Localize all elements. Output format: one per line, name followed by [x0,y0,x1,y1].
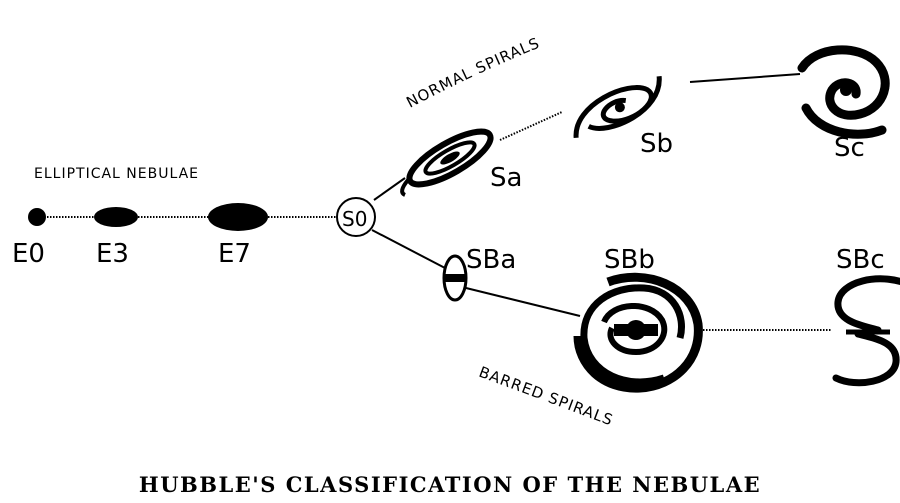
galaxy-sba [443,256,467,300]
label-sba: SBa [466,245,516,275]
label-sb: Sb [640,129,673,159]
label-e7: E7 [218,239,251,269]
label-e0: E0 [12,239,45,269]
galaxy-sc [802,50,885,134]
galaxy-sbb [578,277,698,388]
galaxy-e0 [28,208,46,226]
galaxy-sbc [836,279,900,383]
line-sa-sb [500,112,562,140]
galaxy-e7 [208,203,268,231]
section-label-normal-spirals: NORMAL SPIRALS [403,34,542,112]
label-sbc: SBc [836,245,885,275]
galaxy-e3 [94,207,138,227]
label-sbb: SBb [604,245,655,275]
galaxy-sa [402,122,497,195]
label-s0: S0 [342,207,367,231]
section-label-elliptical: ELLIPTICAL NEBULAE [34,166,199,182]
line-sba-sbb [466,288,580,316]
figure-caption: HUBBLE'S CLASSIFICATION OF THE NEBULAE [139,472,761,497]
line-sb-sc [690,74,800,82]
line-s0-sa [374,178,405,200]
line-s0-sba [372,230,445,268]
label-sa: Sa [490,163,522,193]
connector-lines [38,74,832,330]
label-sc: Sc [834,133,865,163]
label-e3: E3 [96,239,129,269]
